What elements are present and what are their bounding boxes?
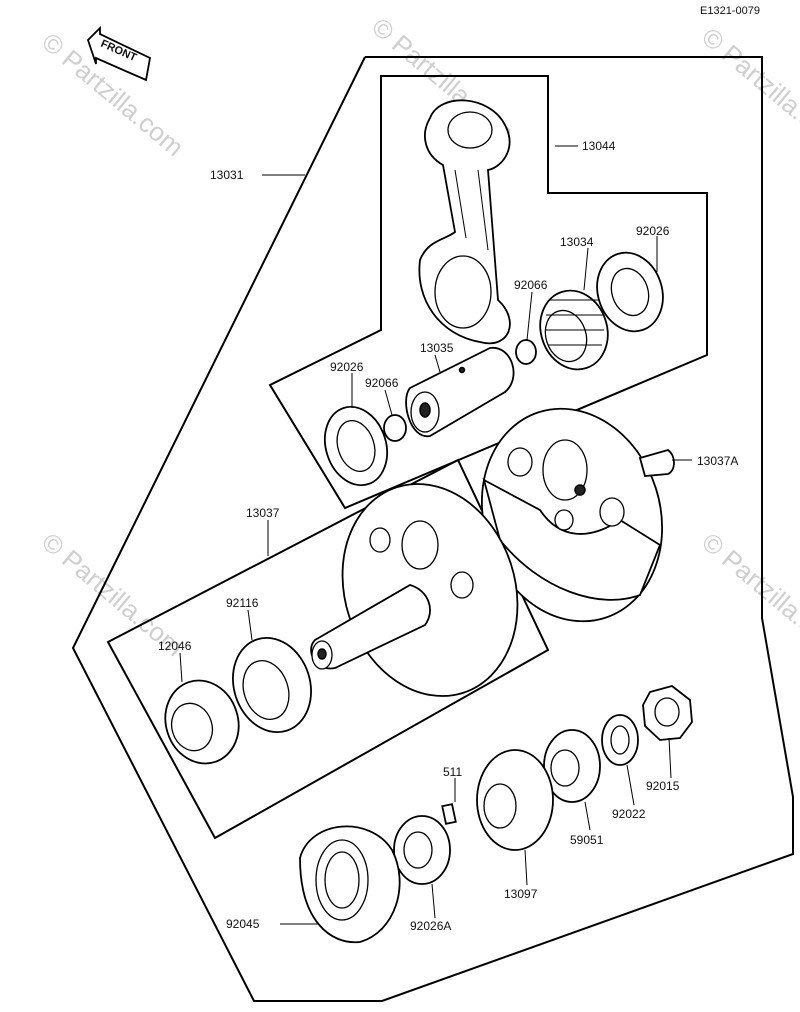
- watermark-3: © Partzilla.com: [696, 22, 800, 158]
- connecting-rod: [418, 99, 511, 345]
- label-92026-top: 92026: [636, 224, 670, 238]
- thrust-washer-left: [324, 405, 388, 487]
- gear-13097: [476, 749, 554, 851]
- flywheel-right-13037A: [480, 407, 675, 623]
- bearing-92116: [232, 636, 312, 734]
- document-code: E1321-0079: [700, 5, 760, 17]
- label-13037A: 13037A: [697, 454, 738, 468]
- washer-92066-left: [383, 414, 407, 442]
- label-92026A: 92026A: [410, 919, 451, 933]
- crank-pin-13035: [405, 347, 515, 437]
- label-92015: 92015: [646, 779, 680, 793]
- key-511: [441, 803, 457, 825]
- label-92116: 92116: [226, 596, 259, 610]
- label-92066-left: 92066: [365, 376, 399, 390]
- label-13035: 13035: [420, 341, 454, 355]
- nut-92015: [642, 685, 693, 741]
- label-92026-left: 92026: [330, 360, 364, 374]
- gear-59051: [543, 729, 601, 803]
- outline-13044: [268, 75, 708, 510]
- label-59051: 59051: [570, 833, 604, 847]
- label-92022: 92022: [612, 807, 646, 821]
- front-arrow: FRONT: [86, 25, 152, 82]
- needle-bearing-13034: [539, 289, 609, 371]
- washer-92066-right: [515, 339, 537, 365]
- label-511: 511: [443, 765, 462, 779]
- label-13044: 13044: [582, 139, 616, 153]
- label-12046: 12046: [158, 639, 192, 653]
- label-13031: 13031: [210, 168, 244, 182]
- flywheel-left-13037: [310, 483, 519, 697]
- ball-bearing-92045: [299, 825, 401, 944]
- label-13097: 13097: [504, 887, 538, 901]
- thrust-washer-top: [596, 251, 664, 333]
- leader-lines: [179, 145, 692, 925]
- watermark-6: © Partzilla.com: [696, 527, 800, 663]
- outline-13031: [71, 56, 794, 1002]
- collar-92026A: [393, 815, 451, 885]
- label-13034: 13034: [560, 235, 594, 249]
- gear-12046: [164, 679, 240, 765]
- label-92066-right: 92066: [514, 278, 548, 292]
- label-13037: 13037: [246, 506, 280, 520]
- part-labels: 13031 13044 13034 92026 92066 13035 9202…: [158, 139, 738, 933]
- outline-13037: [106, 458, 550, 840]
- label-92045: 92045: [226, 917, 260, 931]
- washer-92022: [601, 714, 639, 766]
